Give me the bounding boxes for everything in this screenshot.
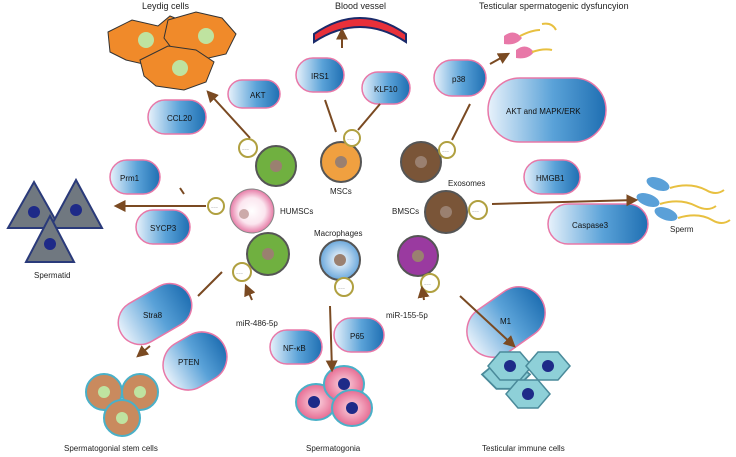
stra8-text: Stra8 [143, 311, 163, 320]
bmsc-cell [424, 190, 468, 234]
mscs-label: MSCs [330, 187, 352, 196]
blood-vessel-label: Blood vessel [335, 1, 386, 11]
pill-hmgb1: HMGB1 [523, 159, 581, 195]
pill-klf10: KLF10 [361, 71, 411, 105]
blood-vessel [313, 17, 407, 44]
pill-prm1: Prm1 [109, 159, 161, 195]
exosome-icon: ~~~ [468, 200, 488, 220]
spermatid-label: Spermatid [34, 271, 70, 280]
caspase3-text: Caspase3 [572, 221, 609, 230]
immune-cells [480, 351, 571, 409]
mir486-label: miR-486-5p [236, 319, 278, 328]
macrophages-label: Macrophages [314, 229, 362, 238]
akt-text: AKT [250, 91, 266, 100]
humsc-cell [229, 188, 275, 234]
bmscs-label: BMSCs [392, 207, 419, 216]
purple-cell [397, 235, 439, 277]
hmgb1-text: HMGB1 [536, 174, 565, 183]
irs1-text: IRS1 [311, 72, 329, 81]
exosome-icon: ~~~ [420, 273, 440, 293]
msc-cell [320, 141, 362, 183]
m1-text: M1 [500, 317, 512, 326]
exosome-icon: ~~~ [232, 262, 252, 282]
pill-stra8: Stra8 [117, 282, 193, 346]
spermatid-cells [6, 177, 104, 263]
humscs-label: HUMSCs [280, 207, 313, 216]
pill-p65: P65 [333, 317, 385, 353]
exosome-icon: ~~~ [238, 138, 258, 158]
ssc-cells [85, 373, 159, 437]
exosomes-label: Exosomes [448, 179, 485, 188]
spermatogonia-label: Spermatogonia [306, 444, 361, 453]
macrophage-cell [319, 239, 361, 281]
pten-text: PTEN [178, 358, 200, 367]
ccl20-text: CCL20 [167, 114, 192, 123]
leydig-label: Leydig cells [142, 1, 190, 11]
pill-akt: AKT [227, 79, 281, 109]
spermatogonia-cells [295, 365, 373, 427]
connectors [113, 27, 639, 373]
svg-text:~~~: ~~~ [424, 282, 432, 287]
exosome-icon: ~~~ [207, 197, 225, 215]
klf10-text: KLF10 [374, 85, 398, 94]
pill-nfkb: NF-κB [269, 329, 323, 365]
immune-label: Testicular immune cells [482, 444, 565, 453]
p38-text: p38 [452, 75, 466, 84]
sycp3-text: SYCP3 [150, 224, 177, 233]
pill-irs1: IRS1 [295, 57, 345, 93]
humsc-cell-bottom [246, 232, 290, 276]
sperm-label: Sperm [670, 225, 694, 234]
pill-akt-mapk: AKT and MAPK/ERK [487, 77, 607, 143]
exosome-icon: ~~~ [438, 141, 456, 159]
pill-ccl20: CCL20 [147, 99, 207, 135]
pill-p38: p38 [433, 59, 487, 97]
humsc-cell-top [255, 145, 297, 187]
ssc-label: Spermatogonial stem cells [64, 444, 158, 453]
sperm-cells [636, 177, 731, 224]
svg-text:~~~: ~~~ [236, 271, 244, 276]
dysfunction-label: Testicular spermatogenic dysfuncyion [479, 1, 629, 11]
prm1-text: Prm1 [120, 174, 140, 183]
svg-text:~~~: ~~~ [442, 149, 450, 154]
akt-mapk-text: AKT and MAPK/ERK [506, 107, 581, 116]
svg-text:~~~: ~~~ [338, 286, 346, 291]
leydig-cells [107, 11, 237, 91]
p65-text: P65 [350, 332, 365, 341]
svg-text:~~~: ~~~ [211, 205, 219, 210]
bmsc-cell-top [400, 141, 442, 183]
nfkb-text: NF-κB [283, 344, 306, 353]
pill-pten: PTEN [162, 331, 228, 391]
svg-text:~~~: ~~~ [472, 209, 480, 214]
damaged-sperm-icon [504, 22, 557, 59]
pill-sycp3: SYCP3 [135, 209, 191, 245]
exosome-icon: ~~~ [334, 277, 354, 297]
exosome-icon: ~~~ [343, 129, 361, 147]
svg-text:~~~: ~~~ [347, 137, 355, 142]
mir155-label: miR-155-5p [386, 311, 428, 320]
pill-m1: M1 [466, 286, 546, 358]
svg-text:~~~: ~~~ [242, 147, 250, 152]
pill-caspase3: Caspase3 [547, 203, 649, 245]
